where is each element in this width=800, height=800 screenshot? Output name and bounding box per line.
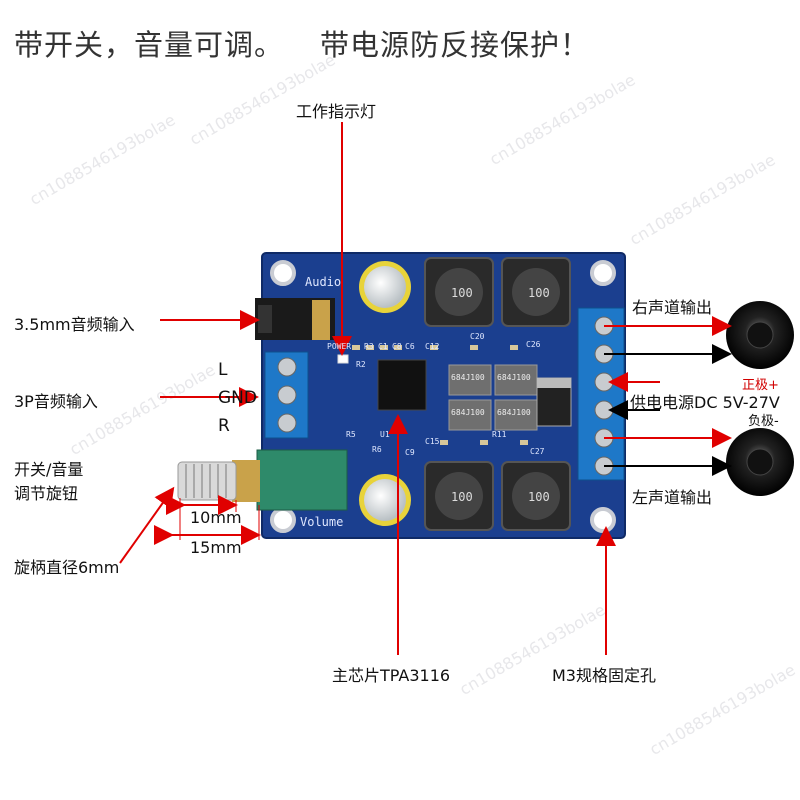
label-mount-hole: M3规格固定孔 xyxy=(552,666,656,685)
capacitor-top xyxy=(359,261,411,313)
silk-volume: Volume xyxy=(300,515,344,529)
silk-audio: Audio xyxy=(305,275,342,289)
ref-r11: R11 xyxy=(492,430,507,439)
inductor-marking: 100 xyxy=(528,490,550,504)
ref-c12: C12 xyxy=(425,342,440,351)
speaker-left xyxy=(726,428,794,496)
label-shaft-diameter: 旋柄直径6mm xyxy=(14,558,120,577)
silk-power: POWER xyxy=(327,342,352,351)
potentiometer xyxy=(177,449,348,511)
header-feature-right: 带电源防反接保护！ xyxy=(320,28,591,62)
label-negative: 负极- xyxy=(748,414,779,429)
cap-marking: 684J100 xyxy=(497,373,531,382)
speaker-right xyxy=(726,301,794,369)
ref-c1: C1 xyxy=(378,342,388,351)
label-indicator-led: 工作指示灯 xyxy=(296,102,377,121)
ref-c6: C6 xyxy=(405,342,415,351)
ref-c27: C27 xyxy=(530,447,545,456)
ref-c26: C26 xyxy=(526,340,541,349)
label-positive: 正极+ xyxy=(742,378,779,393)
ref-r2: R2 xyxy=(356,360,366,369)
label-dim-10mm: 10mm xyxy=(190,508,242,527)
ref-r5: R5 xyxy=(346,430,356,439)
ref-u1: U1 xyxy=(380,430,390,439)
pin-label-gnd: GND xyxy=(218,388,257,408)
label-left-channel: 左声道输出 xyxy=(632,488,713,507)
header-feature-left: 带开关，音量可调。 xyxy=(14,28,285,62)
terminal-3p xyxy=(264,351,309,439)
ref-c9: C9 xyxy=(405,448,415,457)
ref-c20: C20 xyxy=(470,332,485,341)
label-main-chip: 主芯片TPA3116 xyxy=(332,666,451,685)
ref-r6: R6 xyxy=(372,445,382,454)
power-led xyxy=(337,354,349,364)
cap-marking: 684J100 xyxy=(451,373,485,382)
film-capacitors xyxy=(448,364,538,431)
ref-r3: R3 xyxy=(364,342,374,351)
cap-marking: 684J100 xyxy=(497,408,531,417)
audio-jack xyxy=(255,298,335,340)
label-knob-line2: 调节旋钮 xyxy=(14,484,79,503)
label-audio-input-3p: 3P音频输入 xyxy=(14,392,98,411)
pin-label-l: L xyxy=(218,360,228,380)
cap-marking: 684J100 xyxy=(451,408,485,417)
inductor-marking: 100 xyxy=(451,286,473,300)
terminal-6p xyxy=(577,307,625,481)
ref-c15: C15 xyxy=(425,437,440,446)
inductor-marking: 100 xyxy=(528,286,550,300)
pin-label-r: R xyxy=(218,416,230,436)
label-dim-15mm: 15mm xyxy=(190,538,242,557)
inductor-marking: 100 xyxy=(451,490,473,504)
ref-c8: C8 xyxy=(392,342,402,351)
label-audio-input-35: 3.5mm音频输入 xyxy=(14,315,135,334)
label-right-channel: 右声道输出 xyxy=(632,298,713,317)
label-power-supply: 供电电源DC 5V-27V xyxy=(630,393,780,412)
capacitor-bottom xyxy=(359,474,411,526)
chip-tpa3116 xyxy=(377,359,427,411)
label-knob-line1: 开关/音量 xyxy=(14,460,84,479)
